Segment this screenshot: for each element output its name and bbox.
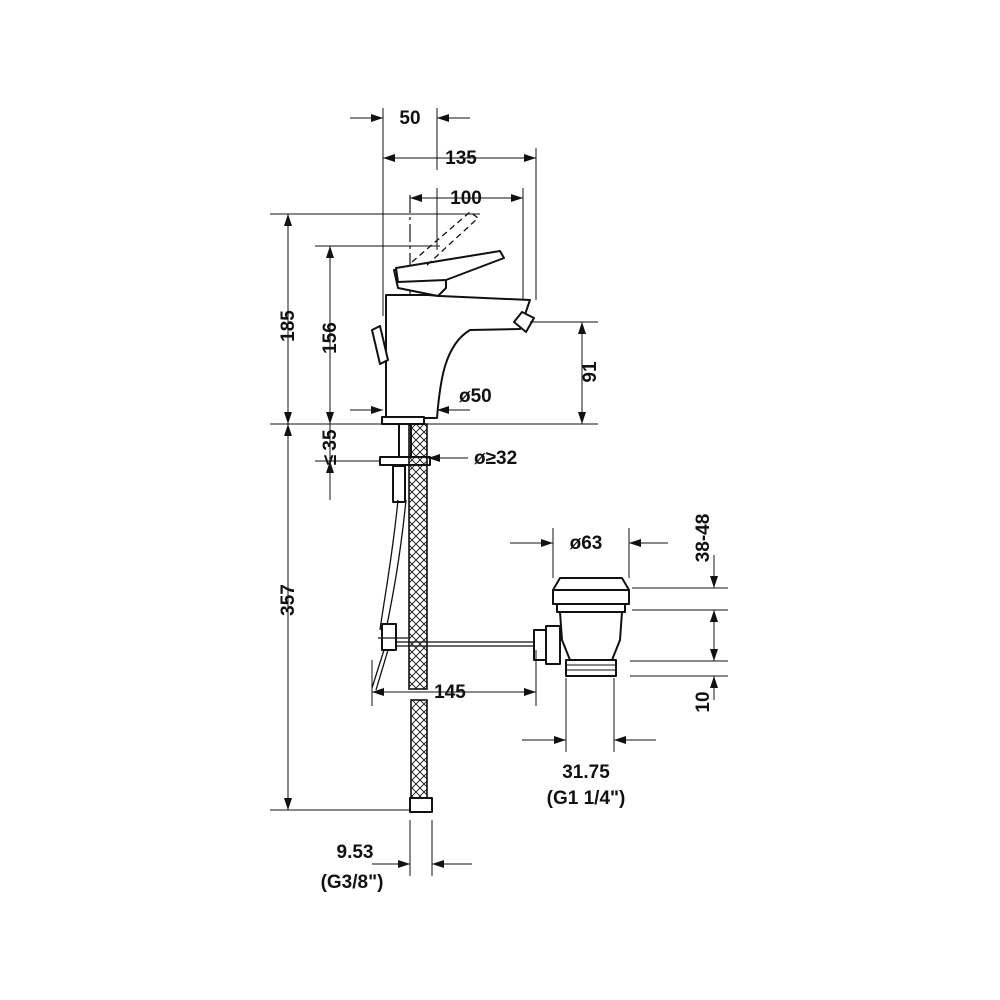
dim-drain-thread-size: 31.75 (562, 762, 610, 783)
dimension-lines (270, 108, 728, 876)
dimension-labels: 50 135 100 185 156 91 ø50 35 ≤ ø≥32 357 … (278, 108, 714, 893)
dim-total-height: 185 (278, 310, 299, 342)
dim-spout-height: 91 (580, 361, 601, 383)
dim-hose-length: 357 (278, 584, 299, 616)
dim-drain-thread-label: (G1 1/4") (547, 788, 626, 809)
dim-drain-range: 38-48 (693, 514, 714, 563)
pop-up-drain (533, 577, 630, 677)
dim-counter-thickness: 35 (320, 429, 341, 451)
dim-pull-rod-length: 145 (434, 682, 466, 703)
dim-thread-height: 10 (693, 691, 714, 712)
faucet-body (371, 195, 535, 425)
dim-hole-diameter: ø≥32 (474, 448, 517, 469)
dim-hose-thread-label: (G3/8") (321, 872, 384, 893)
dim-max-symbol: ≤ (320, 455, 341, 465)
dim-drain-diameter: ø63 (570, 533, 603, 554)
dim-hose-thread-size: 9.53 (337, 842, 374, 863)
dim-spout-offset: 50 (399, 108, 420, 129)
dim-lever-depth: 100 (450, 188, 482, 209)
dim-total-depth: 135 (445, 148, 477, 169)
dim-lever-height: 156 (320, 322, 341, 354)
dim-base-diameter: ø50 (459, 386, 492, 407)
mounting-assembly (371, 423, 540, 813)
